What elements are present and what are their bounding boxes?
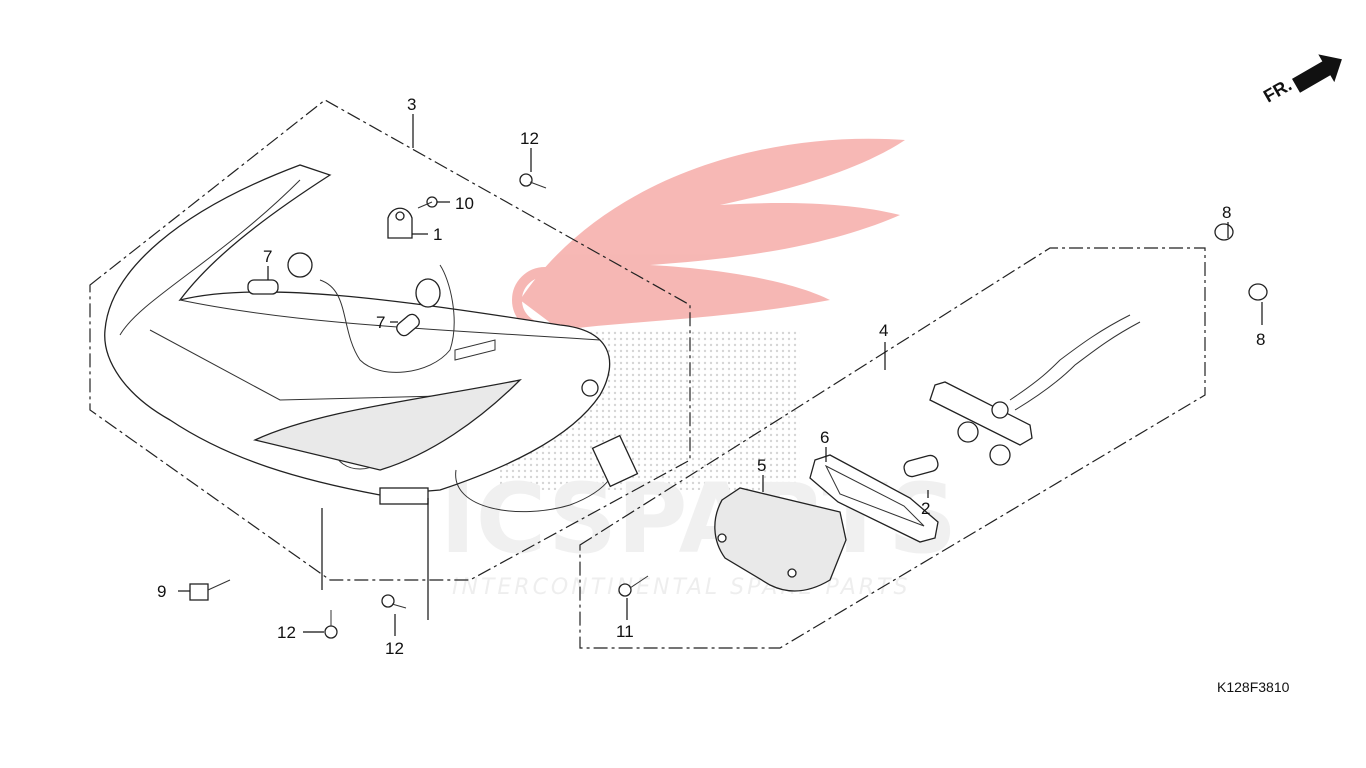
callout-1: 1 bbox=[433, 225, 442, 244]
bulb-7-left bbox=[247, 279, 279, 295]
nut-8-upper bbox=[1214, 223, 1234, 241]
callout-6: 6 bbox=[820, 428, 829, 447]
callout-12-top: 12 bbox=[520, 129, 539, 148]
wire-clip-1 bbox=[387, 207, 413, 239]
callout-12-left: 12 bbox=[277, 623, 296, 642]
bolt-9 bbox=[189, 579, 231, 601]
bulb-2 bbox=[903, 454, 939, 478]
bulb-7-right bbox=[396, 313, 420, 337]
housing-wire-harness bbox=[287, 252, 639, 513]
callout-12-right: 12 bbox=[385, 639, 404, 658]
screw-11 bbox=[618, 575, 649, 597]
callout-7-left: 7 bbox=[263, 247, 272, 266]
leader-lines bbox=[178, 114, 1263, 636]
license-light-base bbox=[929, 314, 1141, 466]
screw-10 bbox=[417, 196, 438, 209]
callout-9: 9 bbox=[157, 582, 166, 601]
callout-5: 5 bbox=[757, 456, 766, 475]
assembly-4-outline bbox=[579, 247, 1206, 649]
diagram-code: K128F3810 bbox=[1217, 679, 1290, 695]
gasket-6 bbox=[809, 454, 939, 543]
callout-8-upper: 8 bbox=[1222, 203, 1231, 222]
callouts: 3 12 10 1 7 7 4 8 8 6 5 2 9 12 12 11 bbox=[157, 95, 1265, 658]
callout-11: 11 bbox=[616, 622, 634, 641]
screw-12-bottom-right bbox=[381, 594, 407, 609]
callout-7-right: 7 bbox=[376, 313, 385, 332]
screw-12-bottom-left bbox=[324, 610, 338, 639]
tail-light-housing bbox=[104, 164, 611, 505]
nut-8-lower bbox=[1248, 283, 1268, 301]
assembly-3-outline bbox=[89, 99, 691, 581]
front-direction-arrow: FR. bbox=[1260, 54, 1342, 107]
callout-2: 2 bbox=[921, 499, 930, 518]
callout-10: 10 bbox=[455, 194, 474, 213]
callout-8-lower: 8 bbox=[1256, 330, 1265, 349]
watermark-tagline: INTERCONTINENTAL SPARE PARTS bbox=[452, 575, 910, 600]
screw-12-top bbox=[519, 173, 547, 189]
front-direction-label: FR. bbox=[1260, 75, 1295, 107]
license-lens-5 bbox=[714, 487, 847, 592]
callout-3: 3 bbox=[407, 95, 416, 114]
callout-4: 4 bbox=[879, 321, 888, 340]
